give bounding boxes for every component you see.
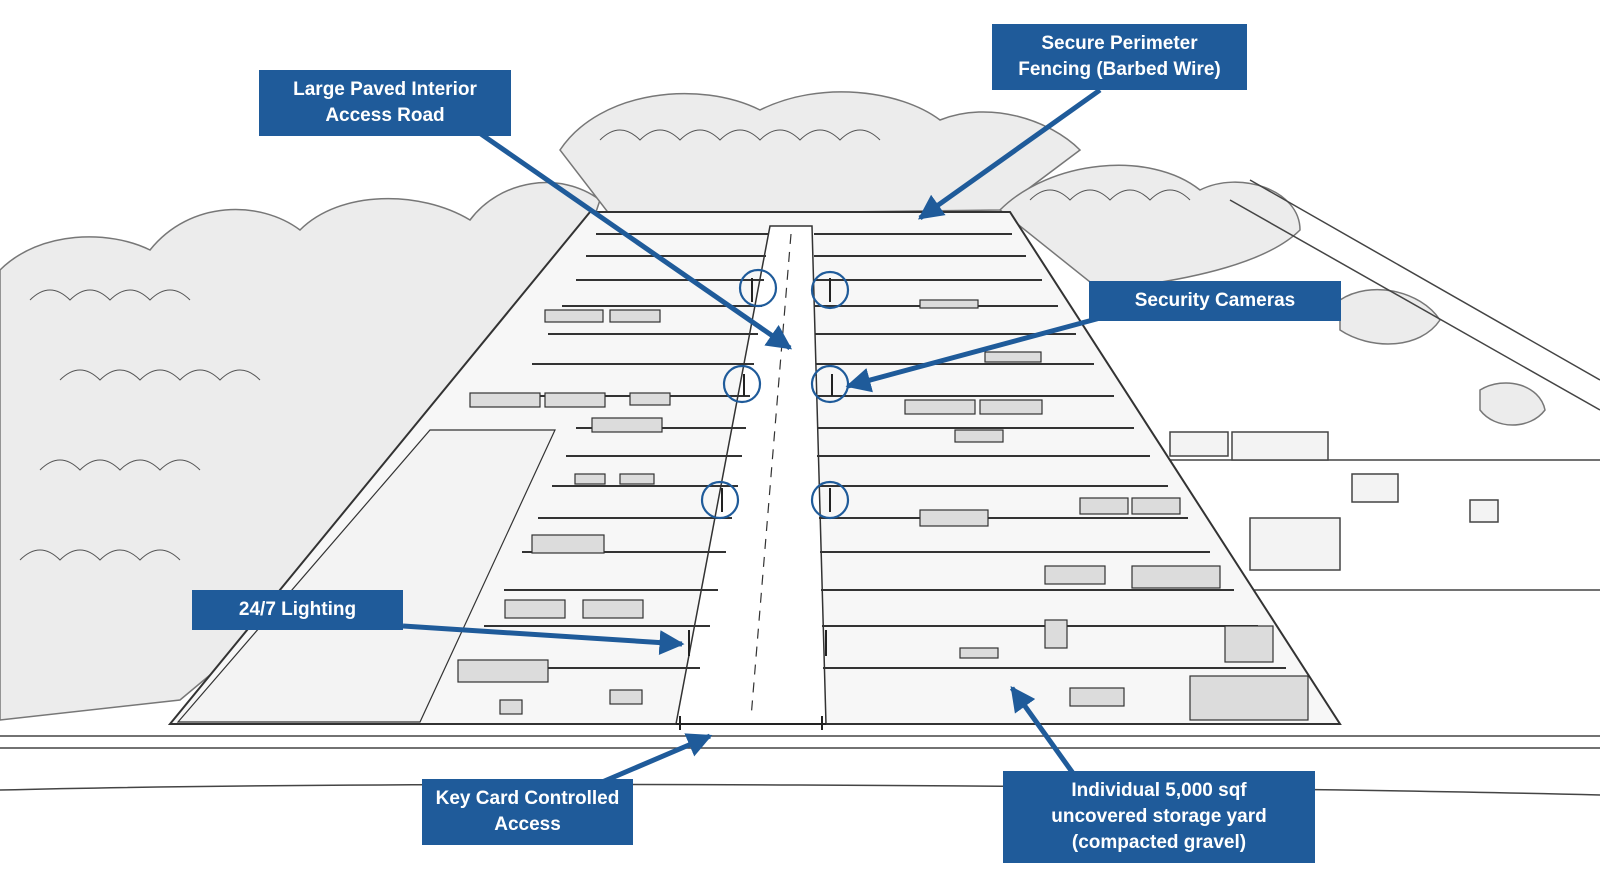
containers-right [904,299,1309,721]
outbuildings [1169,431,1499,571]
tree-masses [0,91,1546,721]
callout-text: Access Road [325,105,445,126]
callout-storage-yard: Individual 5,000 sqf uncovered storage y… [1003,771,1315,863]
callout-paved-road: Large Paved Interior Access Road [259,70,511,136]
camera-circle [700,480,740,520]
callout-text: Security Cameras [1134,290,1296,311]
arrow-fence [917,87,1102,221]
camera-circle [810,270,850,310]
callout-text: Large Paved Interior [293,79,477,100]
camera-circle [810,480,850,520]
camera-highlight-circles [700,268,850,520]
callout-text: Fencing (Barbed Wire) [1018,59,1221,80]
arrow-road [476,129,793,351]
callout-text: Individual 5,000 sqf [1071,780,1247,801]
callout-text: uncovered storage yard [1051,806,1267,827]
containers-left [457,309,671,715]
callout-perimeter-fencing: Secure Perimeter Fencing (Barbed Wire) [992,24,1247,90]
arrow-cameras [845,311,1116,393]
storage-site [167,211,1342,725]
callout-security-cameras: Security Cameras [1089,281,1341,321]
callout-text: 24/7 Lighting [238,599,357,620]
callout-text: Key Card Controlled [435,788,620,809]
callout-text: Access [494,814,561,835]
camera-circle [738,268,778,308]
tree-scribbles [19,129,1191,561]
camera-poles [688,278,833,656]
callout-lighting: 24/7 Lighting [192,590,403,630]
entry-gate [676,716,826,730]
callout-text: (compacted gravel) [1071,832,1247,853]
surrounding-roads [0,179,1600,796]
arrow-lighting [402,623,685,656]
camera-circle [722,364,762,404]
callout-key-card-access: Key Card Controlled Access [422,779,633,845]
callout-text: Secure Perimeter [1041,33,1198,54]
